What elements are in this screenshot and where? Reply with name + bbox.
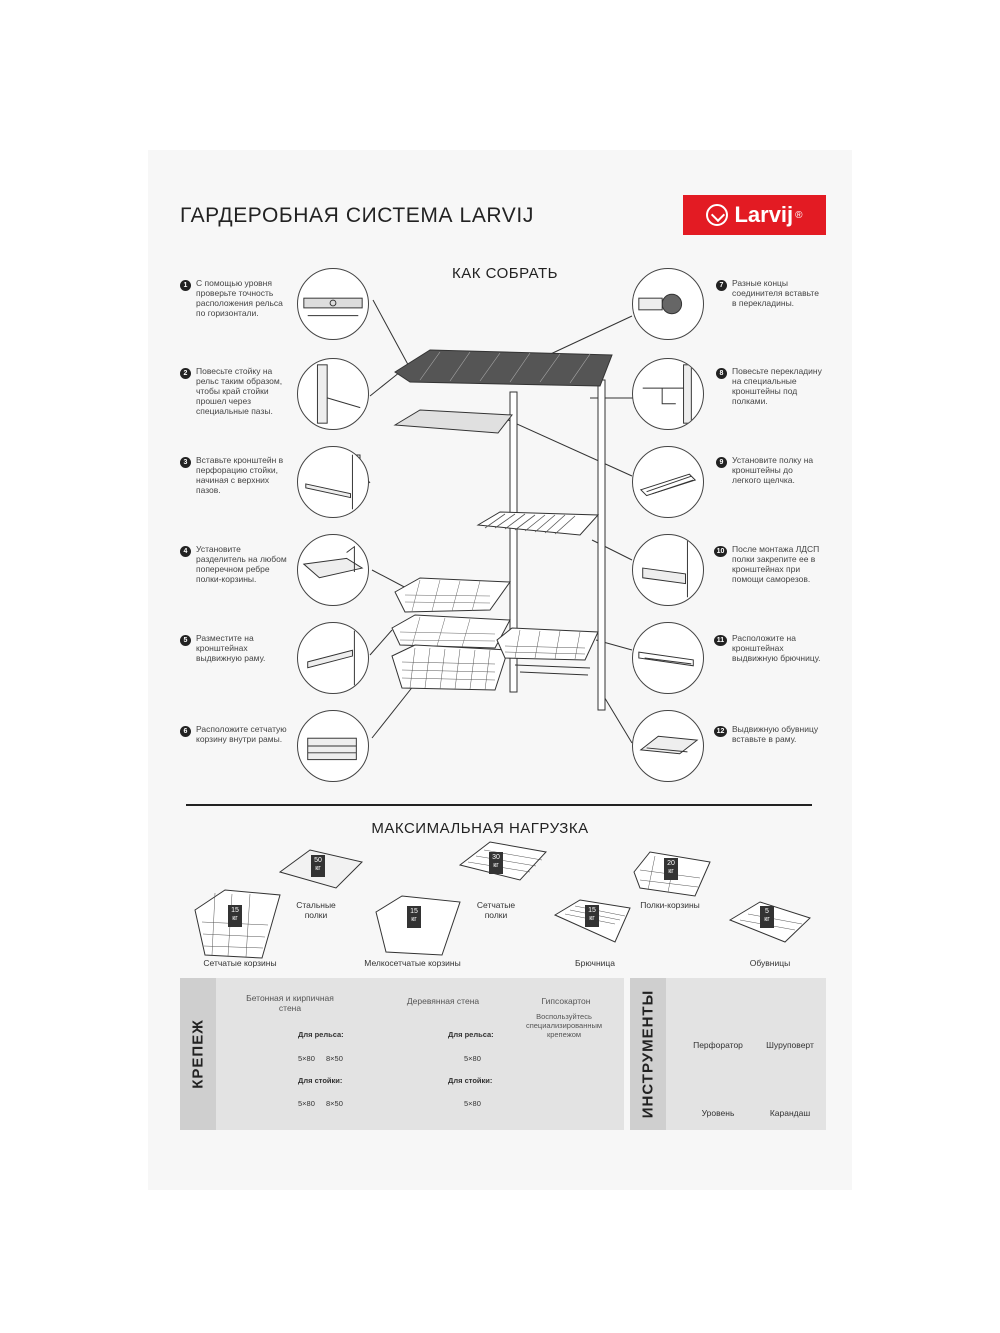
tools-tab: ИНСТРУМЕНТЫ [630, 978, 666, 1130]
detail-circle-12 [632, 710, 704, 782]
step-number: 3 [180, 457, 191, 468]
detail-circle-9 [632, 446, 704, 518]
concrete-wall-title: Бетонная и кирпичная стена [246, 993, 334, 1013]
step-text: Разные концы соединителя вставьте в пере… [732, 278, 819, 308]
wood-post-size: 5×80 [464, 1099, 481, 1108]
step-text: Расположите на кронштейнах выдвижную брю… [732, 633, 821, 663]
step-text: Разместите на кронштейнах выдвижную раму… [196, 633, 266, 663]
tool-label: Шуруповерт [766, 1040, 814, 1050]
fastening-tab: КРЕПЕЖ [180, 978, 216, 1130]
detail-circle-10 [632, 534, 704, 606]
step-number: 2 [180, 368, 191, 379]
wood-wall-title: Деревянная стена [406, 996, 480, 1006]
step-number: 7 [716, 280, 727, 291]
step-number: 12 [714, 726, 727, 737]
wood-rail-size: 5×80 [464, 1054, 481, 1063]
step-number: 10 [714, 546, 727, 557]
concrete-post-size: 8×50 [326, 1099, 343, 1108]
wood-rail-label: Для рельса: [448, 1030, 494, 1039]
step-number: 1 [180, 280, 191, 291]
step-number: 6 [180, 726, 191, 737]
step-text: Вставьте кронштейн в перфорацию стойки, … [196, 455, 284, 495]
step-text: Установите полку на кронштейны до легког… [732, 455, 814, 485]
concrete-post-size: 5×80 [298, 1099, 315, 1108]
section-divider [186, 804, 812, 806]
load-label: Мелкосетчатые корзины [364, 958, 461, 968]
step-number: 4 [180, 546, 191, 557]
detail-circle-11 [632, 622, 704, 694]
step-text: Повесьте стойку на рельс таким образом, … [196, 366, 283, 416]
step-number: 8 [716, 368, 727, 379]
wood-post-label: Для стойки: [448, 1076, 493, 1085]
detail-circle-2 [297, 358, 369, 430]
load-label: Стальные полки [296, 900, 336, 920]
step-text: Повесьте перекладину на специальные крон… [732, 366, 822, 406]
detail-circle-7 [632, 268, 704, 340]
drywall-title: Гипсокартон [541, 996, 591, 1006]
tool-label: Карандаш [769, 1108, 811, 1118]
logo-emblem-icon [706, 204, 729, 226]
concrete-post-label: Для стойки: [298, 1076, 343, 1085]
concrete-rail-size: 5×80 [298, 1054, 315, 1063]
detail-circle-8 [632, 358, 704, 430]
detail-circle-3 [297, 446, 369, 518]
logo-registered-mark: ® [795, 209, 803, 221]
logo-text: Larvij [734, 202, 794, 227]
load-label: Обувницы [749, 958, 791, 968]
detail-circle-4 [297, 534, 369, 606]
tool-label: Перфоратор [693, 1040, 743, 1050]
load-label: Брючница [575, 958, 615, 968]
fastening-panel [180, 978, 624, 1130]
step-text: Установите разделитель на любом поперечн… [196, 544, 287, 584]
step-text: С помощью уровня проверьте точность расп… [196, 278, 283, 318]
load-label: Сетчатые полки [476, 900, 516, 920]
concrete-rail-size: 8×50 [326, 1054, 343, 1063]
brand-logo: Larvij® [683, 195, 826, 235]
detail-circle-1 [297, 268, 369, 340]
page-title: ГАРДЕРОБНАЯ СИСТЕМА LARVIJ [180, 204, 534, 227]
step-text: Выдвижную обувницу вставьте в раму. [732, 724, 819, 744]
concrete-rail-label: Для рельса: [298, 1030, 344, 1039]
detail-circle-6 [297, 710, 369, 782]
load-heading: МАКСИМАЛЬНАЯ НАГРУЗКА [371, 820, 589, 837]
step-text: После монтажа ЛДСП полки закрепите ее в … [732, 544, 820, 584]
step-number: 5 [180, 635, 191, 646]
load-label: Полки-корзины [640, 900, 700, 910]
drywall-note: Воспользуйтесь специализированным крепеж… [525, 1012, 603, 1039]
step-text: Расположите сетчатую корзину внутри рамы… [196, 724, 287, 744]
load-label: Сетчатые корзины [203, 958, 277, 968]
step-number: 11 [714, 635, 727, 646]
tool-label: Уровень [701, 1108, 735, 1118]
detail-circle-5 [297, 622, 369, 694]
step-number: 9 [716, 457, 727, 468]
assembly-heading: КАК СОБРАТЬ [451, 265, 558, 282]
